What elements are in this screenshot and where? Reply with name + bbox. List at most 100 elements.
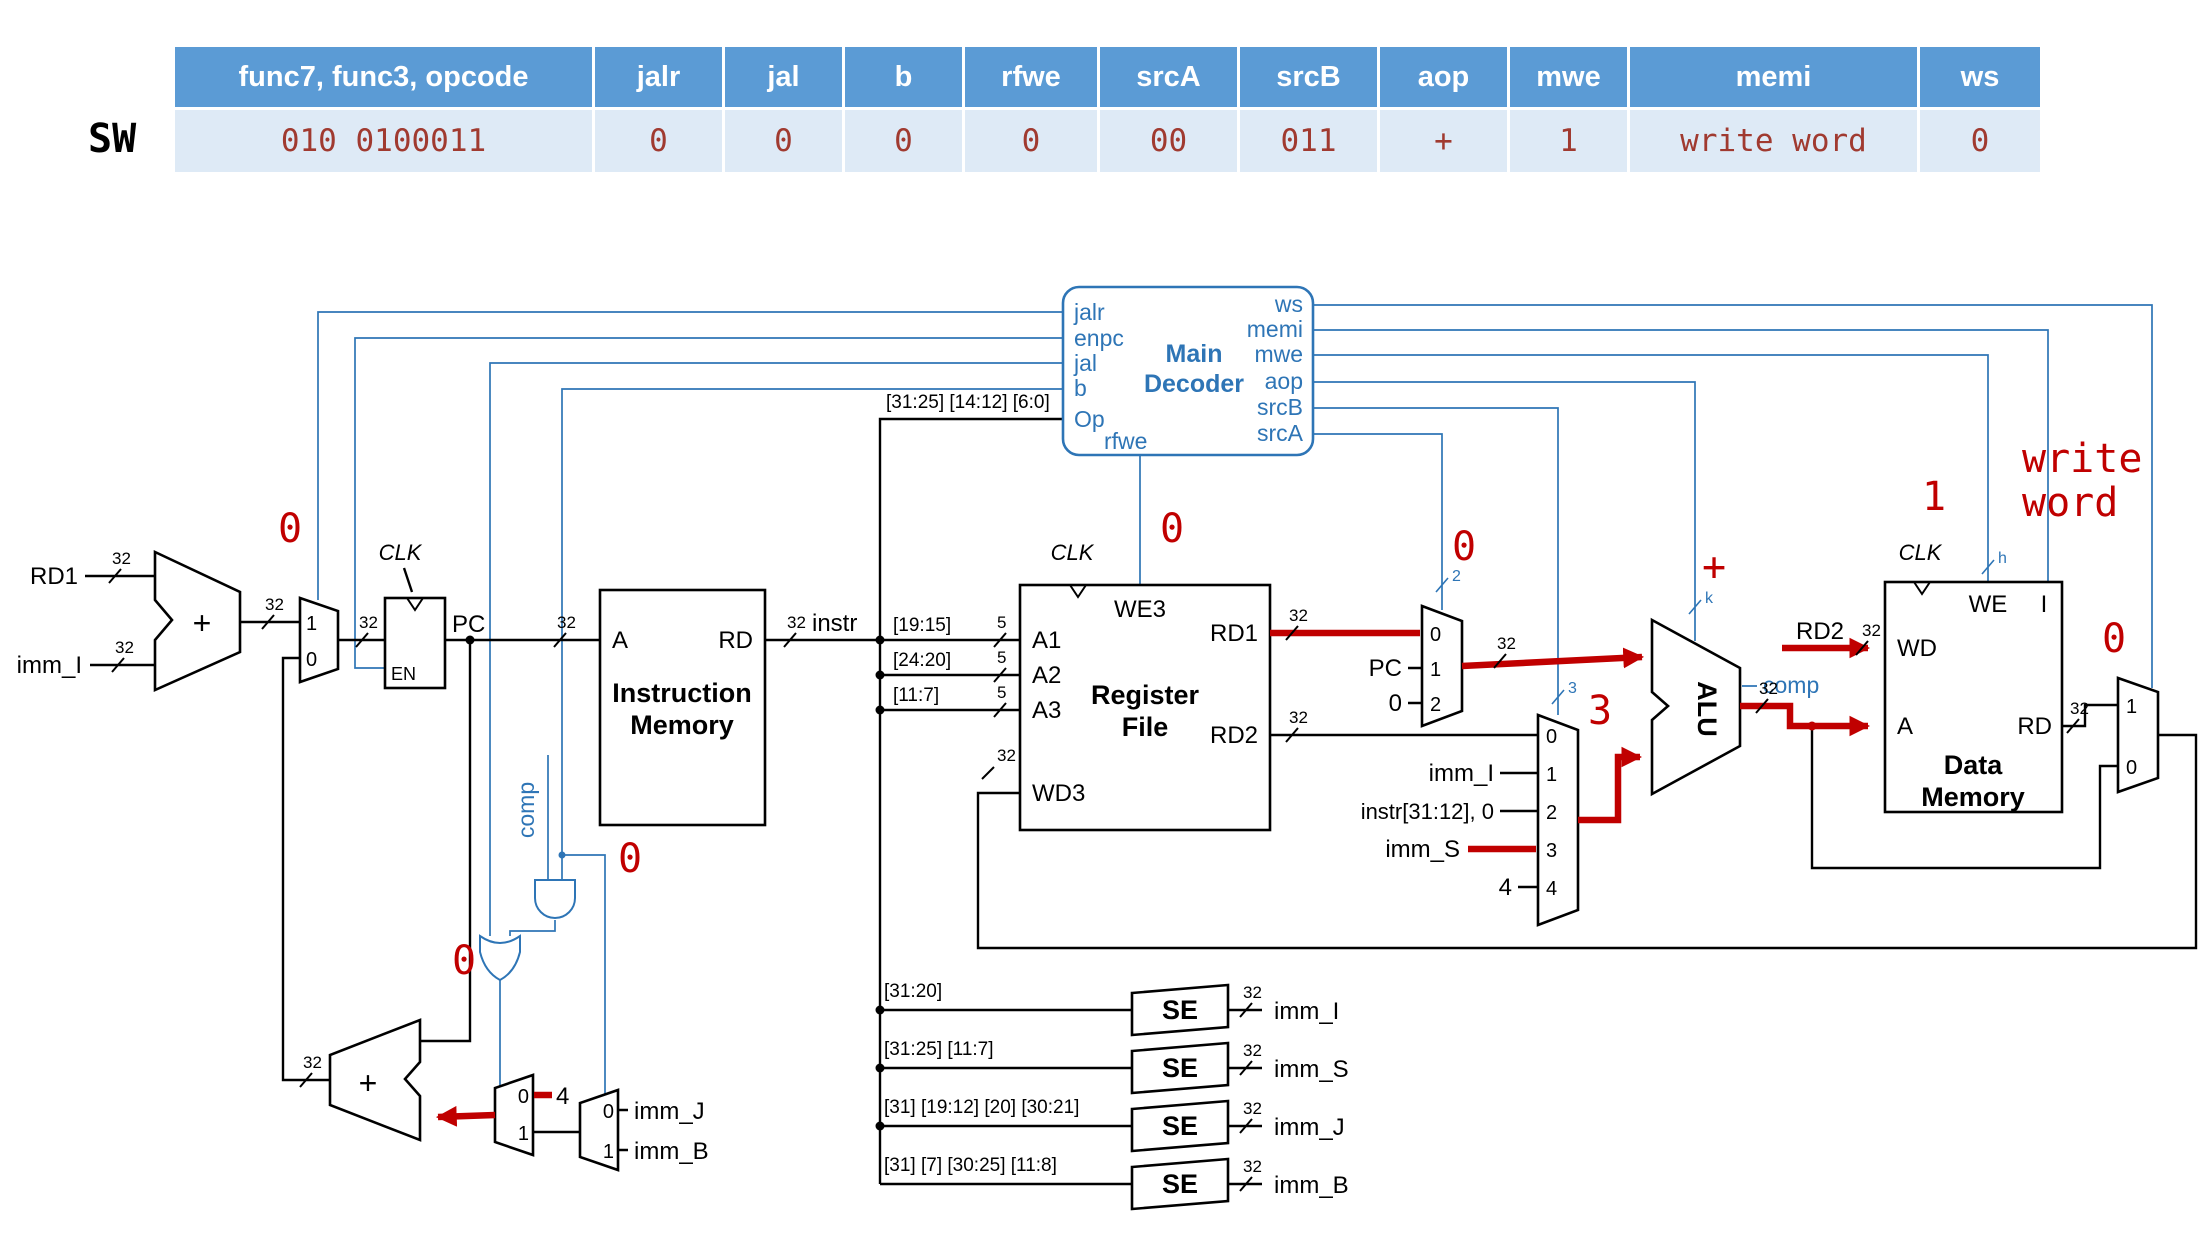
dm-rd2-wire-label: RD2 xyxy=(1796,618,1844,645)
header-cell: jalr xyxy=(592,44,725,110)
width-2: 2 xyxy=(1452,568,1461,585)
se-immb-label: SE xyxy=(1162,1169,1198,1199)
width-32: 32 xyxy=(1289,606,1308,625)
decoder-out-ws: ws xyxy=(1274,291,1303,317)
width-32: 32 xyxy=(1243,983,1262,1002)
imms-out-label: imm_S xyxy=(1274,1056,1349,1083)
width-32: 32 xyxy=(2070,699,2089,718)
anno-ws: 0 xyxy=(2102,616,2126,662)
alu xyxy=(1650,617,1742,797)
dm-clk-label: CLK xyxy=(1899,540,1943,565)
dm-we-port: WE xyxy=(1969,591,2008,618)
slice-a2: [24:20] xyxy=(893,650,951,671)
rf-a1-port: A1 xyxy=(1032,627,1061,654)
branch-adder-plus: + xyxy=(359,1065,378,1101)
decoder-out-mwe: mwe xyxy=(1254,341,1303,367)
anno-b: 0 xyxy=(618,836,642,882)
header-cell: b xyxy=(842,44,965,110)
srca-pc-label: PC xyxy=(1369,655,1402,682)
width-32: 32 xyxy=(1243,1041,1262,1060)
four-const-label: 4 xyxy=(556,1083,569,1110)
decoder-title-1: Main xyxy=(1166,340,1223,368)
value-cell: 0 xyxy=(962,107,1100,175)
immj-out-label: imm_J xyxy=(1274,1114,1345,1141)
header-cell: srcA xyxy=(1097,44,1240,110)
header-cell: jal xyxy=(722,44,845,110)
width-5: 5 xyxy=(997,613,1006,632)
dm-i-port: I xyxy=(2041,591,2048,618)
pc-register xyxy=(383,596,447,690)
rf-name-2: File xyxy=(1122,712,1169,742)
rf-name-1: Register xyxy=(1091,680,1200,710)
width-32: 32 xyxy=(1243,1157,1262,1176)
se-imms xyxy=(1130,1041,1230,1095)
value-cell: 0 xyxy=(1917,107,2043,175)
control-wires xyxy=(317,304,2153,1094)
anno-mwe: 1 xyxy=(1922,474,1946,520)
width-k: k xyxy=(1705,590,1714,607)
pc-mux-1: 1 xyxy=(306,613,317,635)
comp-wire-label: comp xyxy=(513,782,539,838)
width-32: 32 xyxy=(787,613,806,632)
branch-adder xyxy=(328,1018,422,1142)
se-imms-label: SE xyxy=(1162,1053,1198,1083)
value-cell: write word xyxy=(1627,107,1920,175)
srca-mux xyxy=(1420,604,1464,728)
rf-we3-port: WE3 xyxy=(1114,596,1166,623)
slice-immb: [31] [7] [30:25] [11:8] xyxy=(884,1155,1057,1176)
decoder-out-srcb: srcB xyxy=(1257,394,1303,420)
main-decoder-box xyxy=(1061,285,1315,457)
decoder-in-jalr: jalr xyxy=(1073,299,1105,325)
anno-jalr: 0 xyxy=(278,506,302,552)
value-cell: 1 xyxy=(1507,107,1630,175)
header-cell: ws xyxy=(1917,44,2043,110)
instruction-memory-box xyxy=(598,588,767,827)
width-h: h xyxy=(1998,550,2007,567)
immjb-mux-0: 0 xyxy=(603,1101,614,1123)
data-memory-box xyxy=(1883,580,2064,814)
width-32: 32 xyxy=(112,549,131,568)
junction-dots xyxy=(465,635,1817,1131)
rf-a3-port: A3 xyxy=(1032,697,1061,724)
imem-name-2: Memory xyxy=(630,710,734,740)
pc-adder-plus: + xyxy=(193,605,212,641)
dm-clock-wedge xyxy=(1913,581,1931,596)
imem-name-1: Instruction xyxy=(612,678,752,708)
se-immb xyxy=(1130,1157,1230,1211)
width-32: 32 xyxy=(1497,634,1516,653)
srcb-mux-1: 1 xyxy=(1546,764,1557,786)
header-cell: func7, func3, opcode xyxy=(172,44,595,110)
decoder-out-srca: srcA xyxy=(1257,420,1304,446)
active-path xyxy=(435,629,1871,1127)
ws-mux xyxy=(2116,676,2160,794)
rf-rd1-port: RD1 xyxy=(1210,620,1258,647)
rd1-input-label: RD1 xyxy=(30,563,78,590)
immi-input-label: imm_I xyxy=(17,652,82,679)
slice-immi: [31:20] xyxy=(884,981,942,1002)
width-32: 32 xyxy=(997,746,1016,765)
srca-mux-0: 0 xyxy=(1430,624,1441,646)
control-width-slashes xyxy=(1435,559,1995,705)
ws-mux-0: 0 xyxy=(2126,757,2137,779)
instr-wire-label: instr xyxy=(812,610,857,637)
width-32: 32 xyxy=(557,613,576,632)
anno-memi-1: write xyxy=(2022,436,2142,482)
slice-a1: [19:15] xyxy=(893,615,951,636)
srcb-mux xyxy=(1536,713,1580,927)
dm-name-1: Data xyxy=(1944,750,2004,780)
rf-rd2-port: RD2 xyxy=(1210,722,1258,749)
pc-en-label: EN xyxy=(391,664,416,684)
srcb-mux-4: 4 xyxy=(1546,878,1557,900)
srcb-mux-0: 0 xyxy=(1546,726,1557,748)
plus4-mux-1: 1 xyxy=(518,1123,529,1145)
header-cell: mwe xyxy=(1507,44,1630,110)
decoder-title-2: Decoder xyxy=(1144,370,1244,398)
mux-immj-label: imm_J xyxy=(634,1098,705,1125)
table-value-row: 010 0100011 0 0 0 0 00 011 + 1 write wor… xyxy=(172,107,2043,175)
decoder-in-jal: jal xyxy=(1073,350,1097,376)
header-cell: memi xyxy=(1627,44,1920,110)
slice-a3: [11:7] xyxy=(893,685,939,706)
decoder-out-aop: aop xyxy=(1265,368,1303,394)
width-5: 5 xyxy=(997,648,1006,667)
